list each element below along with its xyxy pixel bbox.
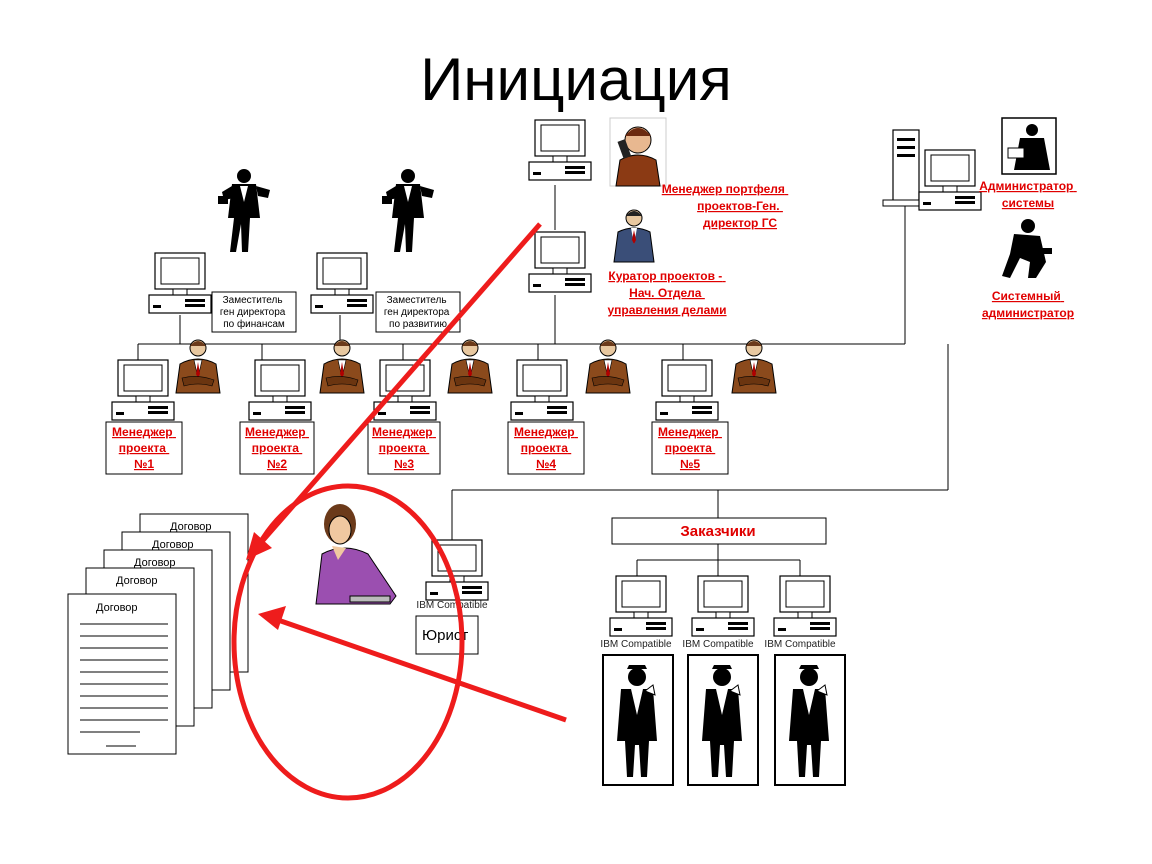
computer-icon	[510, 359, 574, 421]
businessman-icon	[319, 339, 365, 394]
worker-icon	[1001, 117, 1057, 175]
highlight-annotations	[231, 222, 567, 801]
arrow-head-icon	[246, 532, 272, 560]
svg-text:Менеджер проекта №: Менеджер проекта №4	[514, 425, 578, 471]
computer-icon	[248, 359, 312, 421]
highlight-circle	[231, 483, 465, 801]
computer-icon	[373, 359, 437, 421]
svg-text:Договор: Договор	[96, 602, 138, 614]
document-stack-icon: Договор Договор Договор Договор Договор	[67, 513, 249, 755]
svg-text:IBM Compatible: IBM Compatible	[764, 639, 836, 650]
svg-text:IBM Compatible: IBM Compatible	[600, 639, 672, 650]
admin-workstation	[882, 129, 982, 211]
svg-text:Договор: Договор	[134, 557, 176, 569]
businessman-icon	[175, 339, 221, 394]
computer-icon	[773, 575, 837, 637]
computer-icon	[918, 149, 982, 211]
svg-text:Заместитель ген директор: Заместитель ген директора по финансам	[220, 295, 288, 330]
businessman-icon	[585, 339, 631, 394]
project-manager-2: Менеджер проекта №2	[239, 339, 365, 475]
phone-man-icon	[687, 654, 759, 786]
computer-icon	[691, 575, 755, 637]
walking-man-icon	[218, 169, 270, 252]
project-manager-3: Менеджер проекта №3	[367, 339, 493, 475]
customer-1: IBM Compatible	[600, 575, 674, 786]
red-arrow-to-contracts	[256, 222, 542, 548]
lawyer-box: Юрист	[415, 615, 479, 655]
businessman-icon	[447, 339, 493, 394]
svg-text:Договор: Договор	[170, 521, 212, 533]
portfolio-manager-label: Менеджер портфеля проектов-Ген. директор…	[662, 182, 789, 230]
project-manager-1: Менеджер проекта №1	[105, 339, 221, 475]
svg-text:IBM Compatible: IBM Compatible	[682, 639, 754, 650]
sys-admin-top-label: Администратор системы	[979, 179, 1076, 210]
deputy-finance-box: Заместитель ген директора по финансам	[211, 291, 297, 333]
customers-box: Заказчики	[611, 517, 827, 545]
svg-text:Заказчики: Заказчики	[680, 523, 755, 540]
worker-icon	[1002, 219, 1052, 278]
page-title: Инициация	[420, 46, 731, 113]
businessman-icon	[613, 209, 655, 263]
svg-text:Менеджер проекта №: Менеджер проекта №1	[112, 425, 176, 471]
svg-text:Договор: Договор	[116, 575, 158, 587]
arrow-head-icon	[258, 606, 286, 630]
computer-icon	[528, 231, 592, 293]
sys-admin-bottom-label: Системный администратор	[982, 289, 1074, 320]
svg-text:Договор: Договор	[152, 539, 194, 551]
phone-man-icon	[609, 117, 667, 187]
project-manager-5: Менеджер проекта №5	[651, 339, 777, 475]
computer-icon	[655, 359, 719, 421]
curator-label: Куратор проектов - Нач. Отдела управлени…	[607, 269, 726, 317]
walking-man-icon	[382, 169, 434, 252]
customer-3: IBM Compatible	[764, 575, 846, 786]
computer-icon	[310, 252, 374, 314]
computer-icon	[148, 252, 212, 314]
computer-icon	[528, 119, 592, 181]
connector-lines	[137, 185, 949, 576]
red-arrow-from-customers	[277, 617, 567, 723]
svg-text:Менеджер проекта №: Менеджер проекта №2	[245, 425, 309, 471]
project-manager-4: Менеджер проекта №4	[507, 339, 631, 475]
computer-icon	[609, 575, 673, 637]
lawyer-person-icon	[315, 504, 397, 605]
computer-icon	[111, 359, 175, 421]
svg-text:Менеджер проекта №: Менеджер проекта №5	[658, 425, 722, 471]
phone-man-icon	[774, 654, 846, 786]
svg-text:Менеджер проекта №: Менеджер проекта №3	[372, 425, 436, 471]
ibm-label: IBM Compatible	[416, 600, 488, 611]
svg-text:Юрист: Юрист	[422, 627, 468, 644]
businessman-icon	[731, 339, 777, 394]
phone-man-icon	[602, 654, 674, 786]
svg-text:Заместитель ген директор: Заместитель ген директора по развитию	[384, 295, 452, 330]
customer-2: IBM Compatible	[682, 575, 759, 786]
